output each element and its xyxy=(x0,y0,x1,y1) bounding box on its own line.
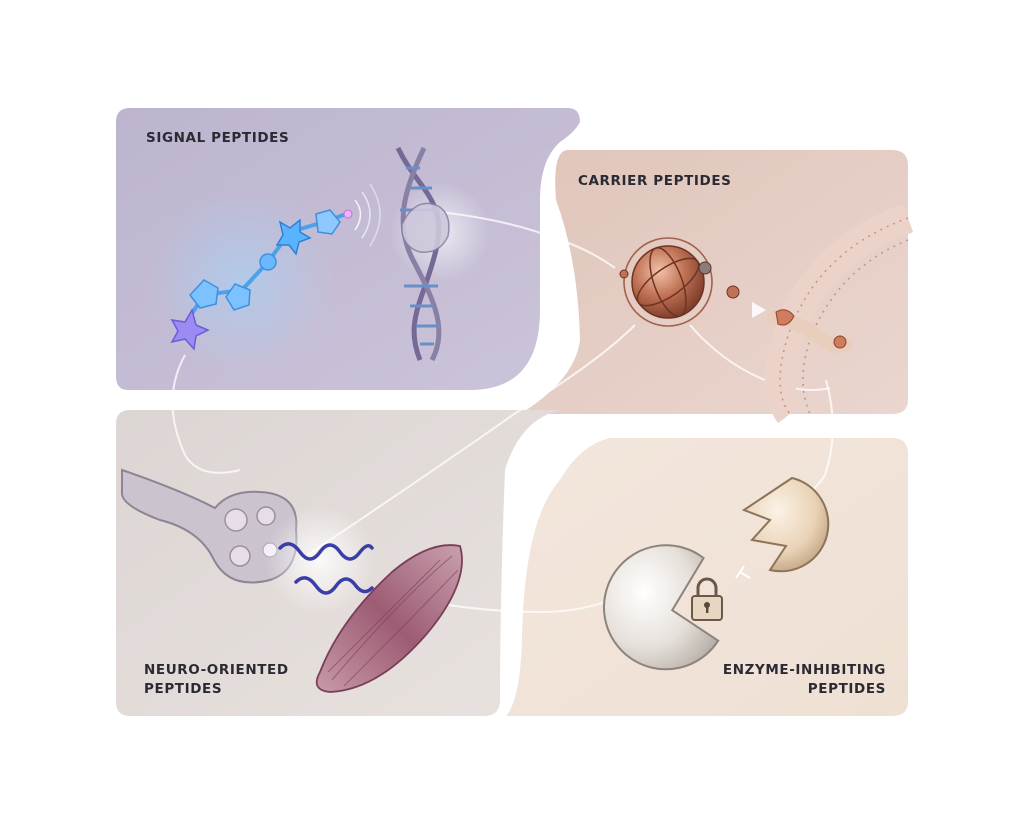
carrier-peptides-title: CARRIER PEPTIDES xyxy=(578,173,731,189)
dna-helix xyxy=(390,146,490,362)
neuropeptide-signals xyxy=(265,505,375,615)
enzyme-body xyxy=(603,544,720,671)
lock-icon xyxy=(691,577,723,621)
inhibitor-molecule xyxy=(735,476,830,579)
muscle-fiber xyxy=(315,544,463,693)
neuro-peptides-title-line2: PEPTIDES xyxy=(144,681,222,697)
signal-peptide-chain xyxy=(145,183,381,375)
neuro-peptides-title-line1: NEURO-ORIENTED xyxy=(144,662,289,678)
carrier-sphere xyxy=(619,237,766,327)
enzyme-peptides-title-line1: ENZYME-INHIBITING xyxy=(723,662,886,678)
cell-membrane xyxy=(765,203,914,424)
signal-peptides-title: SIGNAL PEPTIDES xyxy=(146,130,289,146)
carrier-panel xyxy=(520,150,908,414)
enzyme-peptides-title-line2: PEPTIDES xyxy=(808,681,886,697)
